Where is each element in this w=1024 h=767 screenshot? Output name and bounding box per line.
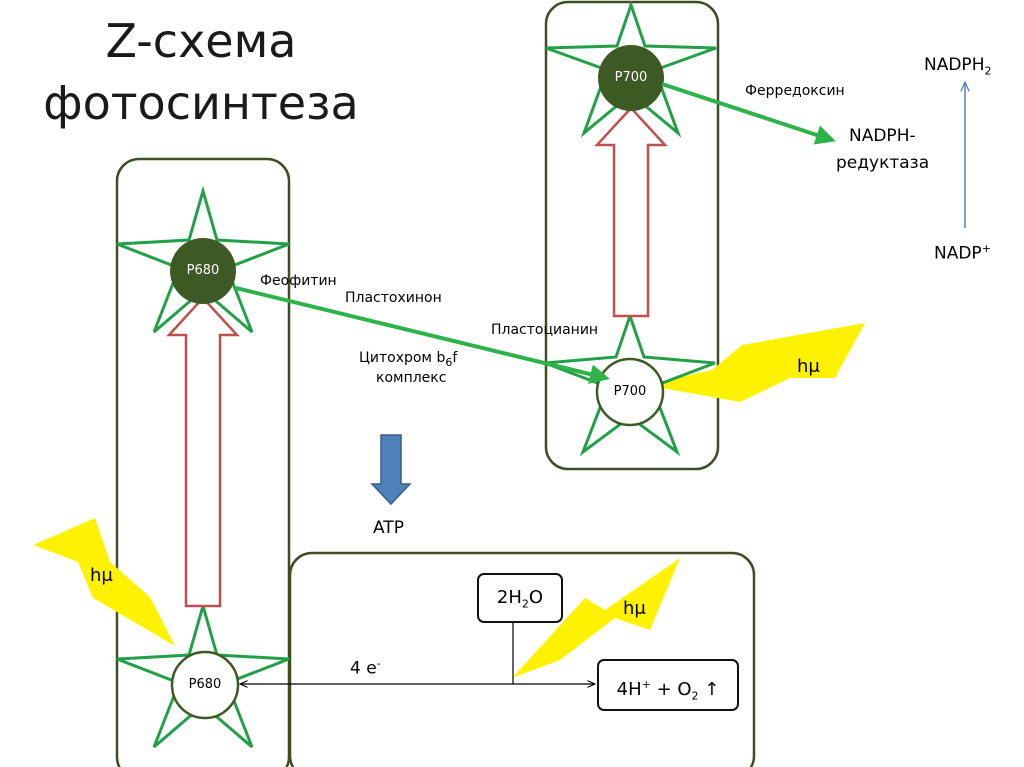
water-splitting-box [288, 551, 756, 767]
nadph-label: NADPH2 [924, 55, 992, 78]
ferredoxin-label: Ферредоксин [745, 83, 845, 99]
light-bolt-right [645, 323, 865, 402]
p680-ground-node [170, 650, 240, 720]
excitation-arrow-ps2 [166, 296, 240, 608]
photosystem-1-box [544, 0, 720, 471]
photosystem-2-box [115, 157, 291, 767]
water-box: 2H2O [477, 573, 563, 623]
electron-transport-arrow [235, 286, 610, 384]
electrons-label: 4 e- [350, 657, 381, 679]
plastoquinone-label: Пластохинон [345, 290, 442, 306]
p700-ground-node [595, 357, 665, 427]
title-line-1: Z-схема [105, 14, 297, 68]
plastocyanin-label: Пластоцианин [491, 322, 599, 338]
p680-excited-node [170, 238, 236, 304]
title-line-2: фотосинтеза [43, 76, 359, 130]
light-label-middle: hμ [623, 598, 646, 619]
light-label-right: hμ [797, 356, 820, 377]
nadp-label: NADP+ [934, 242, 991, 264]
reductase-label-line-2: редуктаза [836, 153, 930, 173]
p680-ground-label: P680 [188, 677, 222, 692]
light-bolt-left [33, 518, 175, 646]
p700-excited-node [598, 45, 664, 111]
page-title: Z-схема фотосинтеза [36, 10, 366, 134]
atp-arrow [370, 434, 412, 506]
p680-excited-label: P680 [186, 263, 220, 278]
ferredoxin-arrow [661, 82, 836, 145]
p700-excited-label: P700 [614, 70, 648, 85]
cytochrome-label-line-2: комплекс [376, 370, 447, 386]
pheophytin-label: Феофитин [260, 273, 337, 289]
cytochrome-label-line-1: Цитохром b6f [359, 350, 458, 369]
excitation-arrow-ps1 [594, 106, 668, 318]
atp-label: ATP [373, 518, 404, 538]
light-bolt-middle [512, 558, 680, 678]
p700-ground-label: P700 [613, 384, 647, 399]
light-label-left: hμ [90, 565, 113, 586]
reductase-label-line-1: NADPH- [849, 126, 916, 146]
products-box: 4H+ + O2 ↑ [597, 659, 739, 711]
